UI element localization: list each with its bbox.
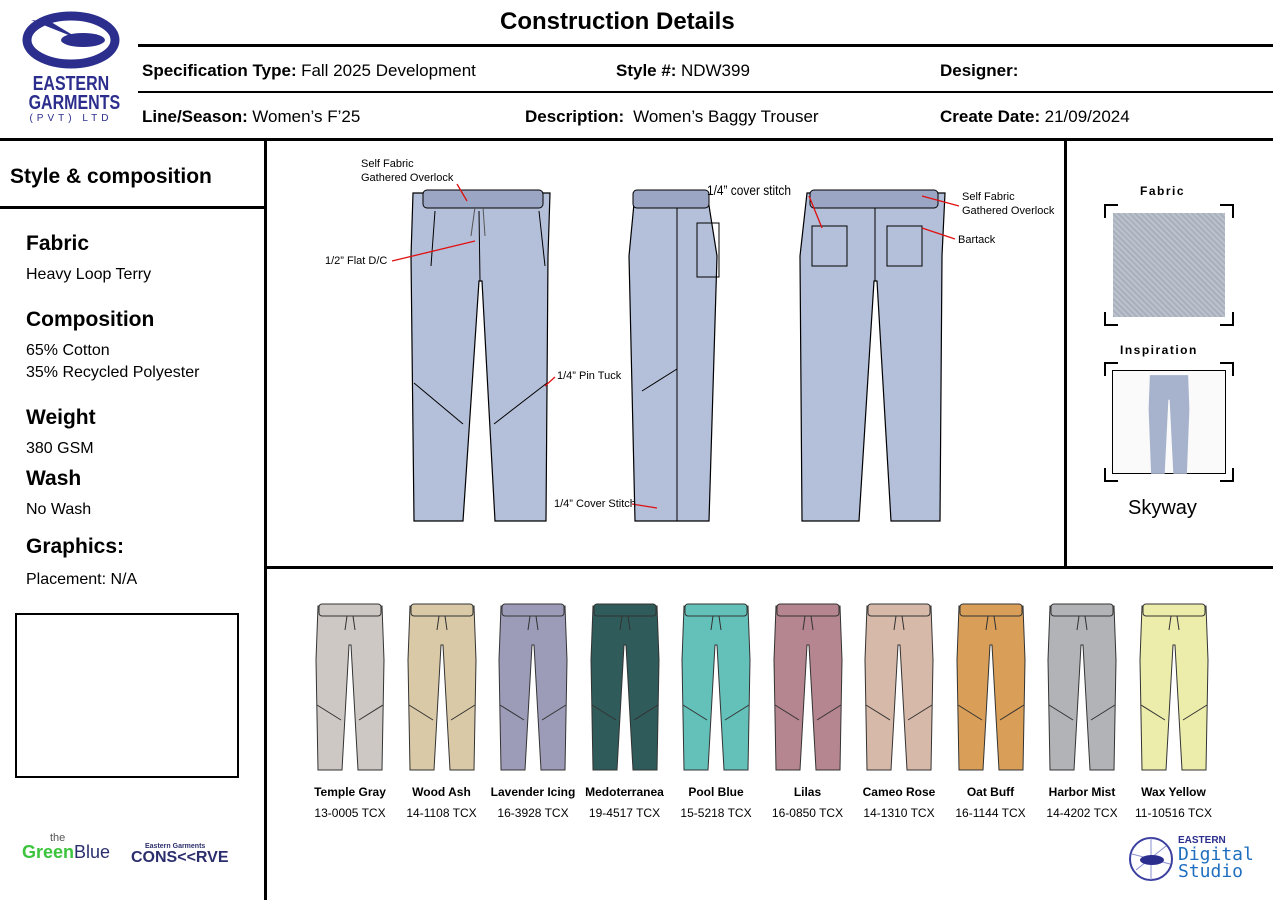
colorway-sketch bbox=[589, 603, 660, 771]
colorway-name: Wood Ash bbox=[412, 785, 471, 799]
designer: Designer: bbox=[940, 61, 1019, 80]
colorway-code: 14-4202 TCX bbox=[1046, 806, 1118, 820]
wash-value: No Wash bbox=[26, 501, 92, 518]
section-title: Style & composition bbox=[10, 165, 212, 188]
weight-heading: Weight bbox=[26, 406, 96, 429]
logo-text: (PVT) LTD bbox=[29, 113, 113, 124]
page-title: Construction Details bbox=[500, 8, 735, 35]
composition-value: 65% Cotton bbox=[26, 342, 110, 359]
fabric-swatch bbox=[1104, 204, 1234, 326]
colorway-code: 16-1144 TCX bbox=[955, 806, 1026, 820]
style-number: Style #: NDW399 bbox=[616, 61, 750, 80]
colorway-sketch bbox=[406, 603, 477, 771]
conserve-logo: Eastern Garments CONS<<RVE bbox=[131, 843, 229, 866]
front-view-sketch bbox=[410, 189, 551, 522]
colorway-code: 13-0005 TCX bbox=[314, 806, 386, 820]
colorway-name: Oat Buff bbox=[966, 785, 1015, 799]
annotation: 1/4” cover stitch bbox=[707, 182, 792, 198]
composition-heading: Composition bbox=[26, 308, 155, 331]
divider bbox=[265, 566, 1273, 569]
colorway-item: Medoterranea 19-4517 TCX bbox=[579, 600, 671, 820]
colorway-code: 16-3928 TCX bbox=[497, 806, 569, 820]
colorway-code: 11-10516 TCX bbox=[1135, 806, 1212, 820]
colorway-sketch bbox=[1047, 603, 1117, 771]
colorway-code: 14-1310 TCX bbox=[863, 806, 935, 820]
logo-text: EASTERN bbox=[32, 73, 110, 95]
divider bbox=[0, 138, 1273, 141]
inspiration-image bbox=[1104, 362, 1234, 482]
colorway-code: 19-4517 TCX bbox=[588, 806, 661, 820]
colorway-code: 16-0850 TCX bbox=[771, 806, 844, 820]
line-season: Line/Season: Women’s F’25 bbox=[142, 107, 361, 126]
globe-icon bbox=[1129, 837, 1173, 881]
colorway-name: Cameo Rose bbox=[862, 785, 936, 799]
colorway-name: Harbor Mist bbox=[1048, 785, 1116, 799]
fabric-heading: Fabric bbox=[26, 232, 90, 255]
colorway-sketch bbox=[772, 603, 843, 771]
wash-heading: Wash bbox=[26, 467, 82, 490]
colorway-code: 14-1108 TCX bbox=[406, 806, 477, 820]
fabric-value: Heavy Loop Terry bbox=[26, 266, 152, 283]
description: Description: Women’s Baggy Trouser bbox=[525, 107, 819, 126]
divider bbox=[0, 206, 266, 209]
logo-swirl-icon bbox=[22, 11, 120, 69]
colorway-item: Lavender Icing 16-3928 TCX bbox=[487, 600, 579, 820]
graphics-heading: Graphics: bbox=[26, 535, 125, 558]
annotation: Bartack bbox=[958, 234, 996, 246]
greenblue-logo: the GreenBlue bbox=[22, 832, 111, 862]
colorway-item: Lilas 16-0850 TCX bbox=[762, 600, 854, 820]
create-date: Create Date: 21/09/2024 bbox=[940, 107, 1130, 126]
spec-type: Specification Type: Fall 2025 Developmen… bbox=[142, 61, 476, 80]
colorway-item: Wax Yellow 11-10516 TCX bbox=[1128, 600, 1220, 820]
colorway-sketch bbox=[864, 603, 934, 771]
colorway-sketch bbox=[1138, 603, 1209, 771]
annotation-leader-lines bbox=[391, 183, 960, 509]
divider bbox=[1064, 138, 1067, 568]
annotation: 1/4” Pin Tuck bbox=[557, 370, 622, 382]
colorway-name: Pool Blue bbox=[688, 785, 744, 799]
graphics-placeholder bbox=[15, 613, 239, 778]
colorway-name: Lilas bbox=[793, 785, 822, 799]
divider bbox=[138, 44, 1273, 47]
colorway-name: Wax Yellow bbox=[1141, 785, 1206, 799]
colorway-name: Medoterranea bbox=[585, 785, 664, 799]
colorway-item: Oat Buff 16-1144 TCX bbox=[945, 600, 1037, 820]
color-name: Skyway bbox=[1128, 497, 1197, 519]
weight-value: 380 GSM bbox=[26, 440, 94, 457]
colorway-sketch bbox=[955, 603, 1026, 771]
colorway-item: Pool Blue 15-5218 TCX bbox=[670, 600, 762, 820]
annotation: 1/4” Cover Stitch bbox=[554, 498, 636, 510]
fabric-swatch-label: Fabric bbox=[1140, 184, 1186, 198]
colorway-name: Temple Gray bbox=[314, 785, 386, 799]
side-view-sketch bbox=[628, 189, 720, 522]
colorway-sketch bbox=[498, 603, 568, 771]
divider bbox=[264, 138, 267, 900]
divider bbox=[138, 91, 1273, 93]
inspiration-label: Inspiration bbox=[1120, 343, 1198, 357]
colorway-item: Harbor Mist 14-4202 TCX bbox=[1036, 600, 1128, 820]
colorway-name: Lavender Icing bbox=[490, 785, 576, 799]
colorway-item: Temple Gray 13-0005 TCX bbox=[304, 600, 396, 820]
back-view-sketch bbox=[799, 189, 946, 522]
annotation: 1/2” Flat D/C bbox=[325, 255, 388, 267]
logo-text: GARMENTS bbox=[28, 92, 121, 114]
technical-sketch bbox=[391, 183, 960, 522]
company-logo: EASTERN GARMENTS (PVT) LTD bbox=[18, 10, 124, 124]
colorway-sketch bbox=[681, 603, 751, 771]
colorway-code: 15-5218 TCX bbox=[680, 806, 752, 820]
colorway-item: Wood Ash 14-1108 TCX bbox=[396, 600, 488, 820]
colorway-item: Cameo Rose 14-1310 TCX bbox=[853, 600, 945, 820]
composition-value: 35% Recycled Polyester bbox=[26, 364, 200, 381]
colorway-sketch bbox=[315, 603, 385, 771]
placement-value: Placement: N/A bbox=[26, 571, 138, 588]
